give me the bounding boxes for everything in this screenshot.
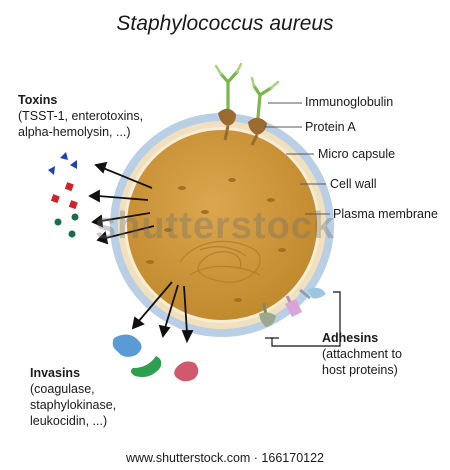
toxins-line-2: alpha-hemolysin, ...) [18,125,131,139]
invasins-label: Invasins (coagulase, staphylokinase, leu… [30,365,116,429]
label-immunoglobulin: Immunoglobulin [305,95,394,109]
toxin-particles [48,152,79,238]
ribosomes [146,178,286,302]
toxins-label: Toxins (TSST-1, enterotoxins, alpha-hemo… [18,92,143,140]
adhesin-1 [299,287,326,300]
adhesins-heading: Adhesins [322,331,379,345]
immunoglobulin-1 [214,62,243,114]
toxins-line-1: (TSST-1, enterotoxins, [18,109,144,123]
toxin-arrows [88,161,155,245]
invasin-blue [112,334,142,357]
footer-text: www.shutterstock.com · 166170122 [125,451,325,465]
invasin-arrows [131,281,194,344]
immunoglobulin-2 [250,76,280,119]
invasins-line-1: (coagulase, [30,382,95,396]
adhesins-line-1: (attachment to [322,347,402,361]
label-plasma-membrane: Plasma membrane [333,207,438,221]
invasins-line-3: leukocidin, ...) [30,414,108,428]
label-cell-wall: Cell wall [330,177,377,191]
toxins-heading: Toxins [18,93,58,107]
watermark: shutterstock [95,205,336,247]
adhesin-3 [259,302,276,327]
label-protein-a: Protein A [305,120,356,134]
leader-lines [264,102,330,215]
adhesins-line-2: host proteins) [322,363,398,377]
diagram-title: Staphylococcus aureus [116,12,334,35]
adhesins-bracket [271,291,341,347]
protein-a-1 [218,108,236,141]
cytoplasm [127,130,317,320]
invasins-heading: Invasins [30,366,81,380]
invasins-line-2: staphylokinase, [30,398,117,412]
label-micro-capsule: Micro capsule [318,147,396,161]
invasin-green [130,356,162,377]
adhesin-2 [285,295,302,317]
adhesins-label: Adhesins (attachment to host proteins) [322,330,402,378]
invasin-red [174,361,199,382]
protein-a-2 [248,117,267,146]
nucleoid [179,240,261,283]
